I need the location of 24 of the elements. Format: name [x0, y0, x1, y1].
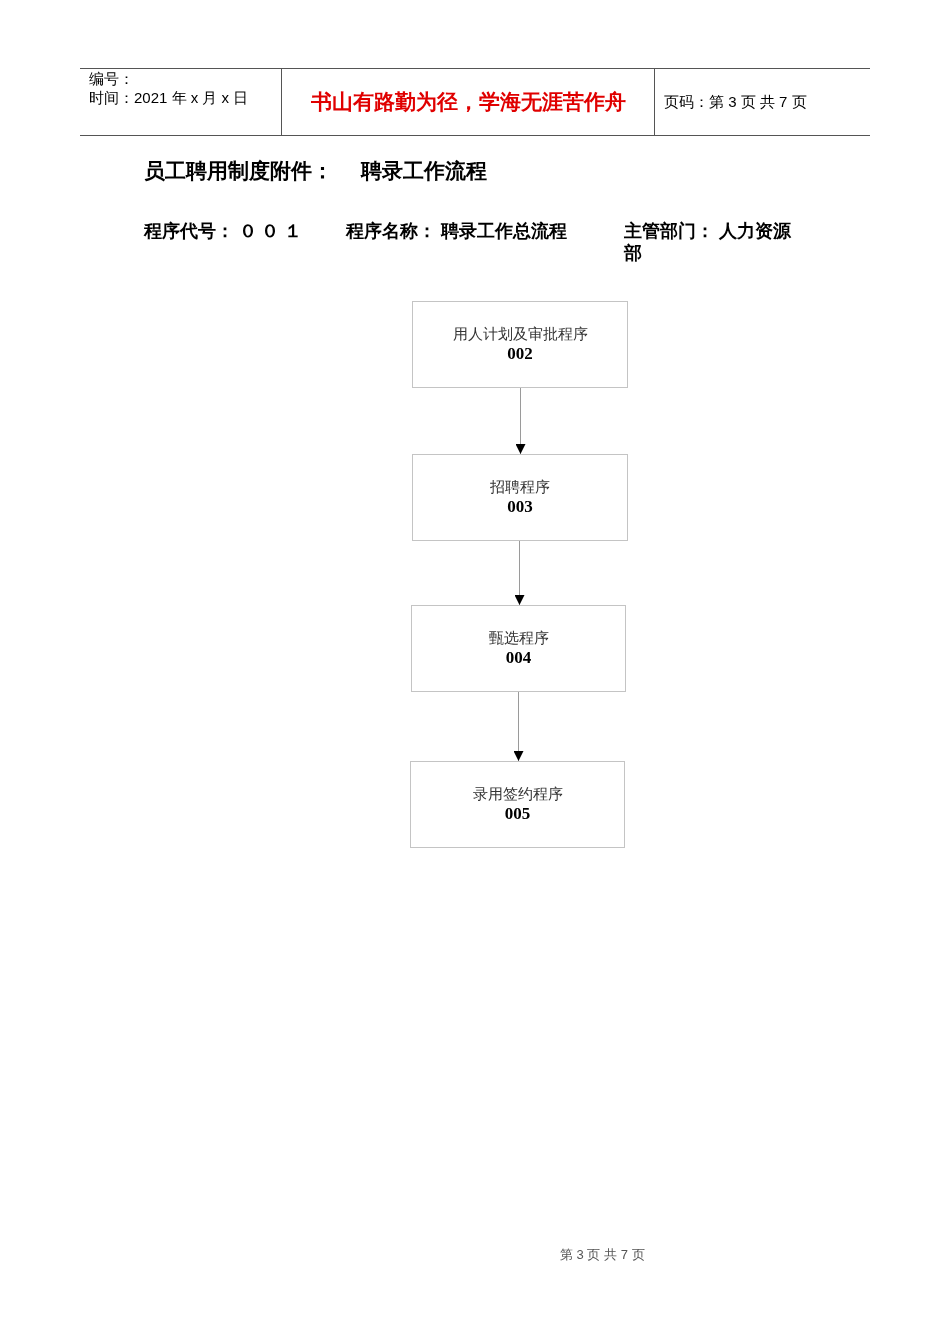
step-code: 004: [505, 647, 532, 669]
step-code: 003: [507, 496, 533, 518]
step-name: 招聘程序: [490, 477, 550, 497]
arrow: [515, 387, 526, 455]
step-code: 005: [504, 803, 531, 825]
step-name: 甄选程序: [488, 628, 549, 648]
process-box: [410, 761, 625, 848]
procedure-code-label: 程序代号： ０ ０ １: [144, 221, 302, 243]
title: 员工聘用制度附件： 聘录工作流程: [144, 158, 487, 184]
page-number-label: 页码：第 3 页 共 7 页: [664, 93, 807, 111]
procedure-name-label: 程序名称： 聘录工作总流程: [346, 221, 567, 243]
step-name: 录用签约程序: [472, 784, 563, 804]
document-number-label: 编号：: [89, 70, 134, 88]
department-label: 主管部门： 人力资源部: [624, 221, 792, 265]
process-box: [411, 605, 626, 692]
arrow: [513, 691, 524, 762]
motto-text: 书山有路勤为径，学海无涯苦作舟: [309, 89, 627, 115]
step-code: 002: [507, 343, 533, 365]
page-footer: 第 3 页 共 7 页: [560, 1247, 645, 1263]
date-label: 时间：2021 年 x 月 x 日: [89, 89, 249, 107]
arrow: [514, 540, 525, 606]
step-name: 用人计划及审批程序: [452, 324, 588, 344]
process-box: [412, 301, 628, 388]
process-box: [412, 454, 628, 541]
